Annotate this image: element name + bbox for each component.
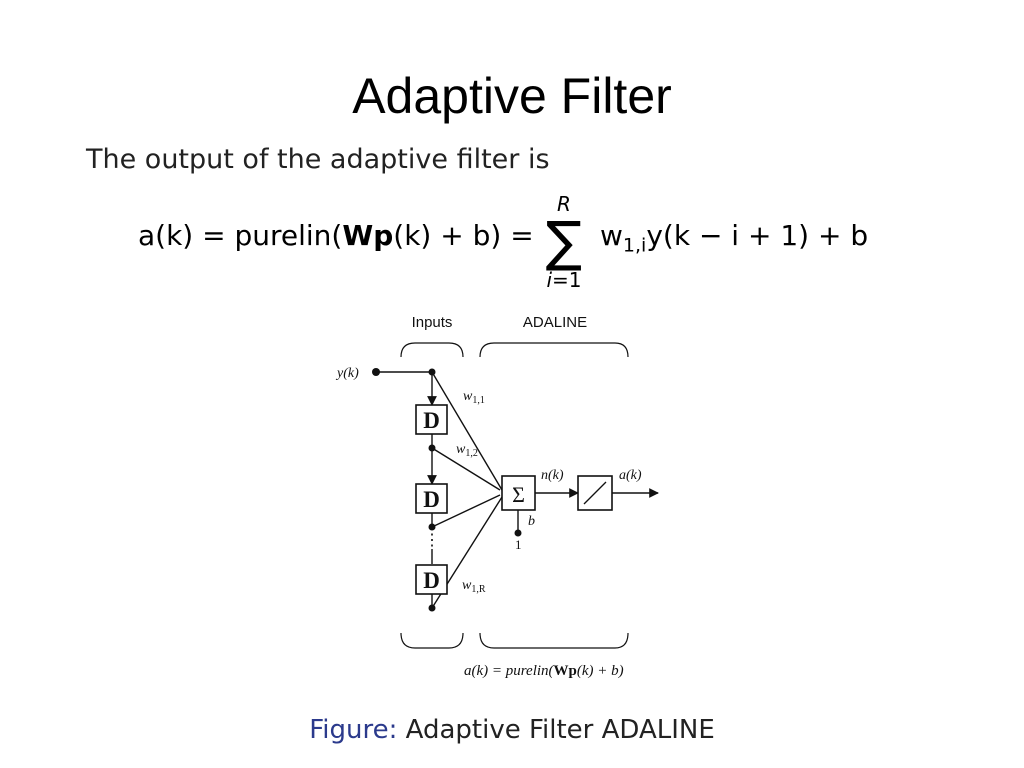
equation-term-sub: 1,i <box>622 234 647 257</box>
sum-upper-limit: R <box>557 192 571 216</box>
tap-node-r <box>428 604 436 612</box>
delay-box-1 <box>415 404 448 435</box>
delay-label-1: D <box>423 408 440 433</box>
sum-lower-limit: i=1 <box>534 268 594 292</box>
brace-inputs-top <box>400 342 464 358</box>
intro-text: The output of the adaptive filter is <box>86 144 550 175</box>
equation-term-rest: y(k − i + 1) + b <box>646 219 869 252</box>
weight-label-r: w1,R <box>462 578 486 595</box>
equation-term-w: w <box>600 219 623 252</box>
weight-label-1: w1,1 <box>463 389 485 406</box>
tap-node-3 <box>428 523 436 531</box>
bias-label: b <box>528 514 535 529</box>
label-adaline: ADALINE <box>523 314 587 331</box>
delay-box-2 <box>415 483 448 514</box>
input-node <box>372 368 380 376</box>
bottom-formula-b: (k) + b) <box>577 663 624 679</box>
equation-right: w1,iy(k − i + 1) + b <box>600 216 868 266</box>
caption-text: Adaptive Filter ADALINE <box>405 715 715 745</box>
equation-mid: (k) + b) = <box>393 219 534 252</box>
weight-label-r-w: w <box>462 578 472 593</box>
brace-adaline-top <box>479 342 629 358</box>
delay-label-2: D <box>423 487 440 512</box>
tap-node-2 <box>428 444 436 452</box>
figure-caption: Figure: Adaptive Filter ADALINE <box>0 712 1024 748</box>
weight-label-r-sub: 1,R <box>471 584 486 595</box>
weight-line-2 <box>431 447 501 491</box>
sum-sign: ∑ <box>545 210 583 273</box>
delay-label-3: D <box>423 568 440 593</box>
equation-left: a(k) = purelin(Wp(k) + b) = <box>138 216 534 256</box>
equation-lhs: a(k) = purelin( <box>138 219 343 252</box>
slide-title: Adaptive Filter <box>352 68 672 124</box>
input-label: y(k) <box>335 366 359 381</box>
weight-label-2-w: w <box>456 442 466 457</box>
weight-line-3 <box>431 494 501 528</box>
tap-node-1 <box>428 368 436 376</box>
brace-inputs-bottom <box>400 632 464 649</box>
weight-label-1-w: w <box>463 389 473 404</box>
weight-label-2-sub: 1,2 <box>465 448 478 459</box>
bottom-formula-a: a(k) = purelin( <box>464 663 555 679</box>
summation: R ∑ i=1 <box>534 192 594 292</box>
net-label: n(k) <box>541 468 564 483</box>
weight-label-1-sub: 1,1 <box>472 395 485 406</box>
bias-node <box>514 529 522 537</box>
summer-box <box>501 475 536 511</box>
weight-label-2: w1,2 <box>456 442 478 459</box>
output-label: a(k) <box>619 468 642 483</box>
adaline-diagram: Inputs ADALINE <box>335 314 659 679</box>
bottom-formula: a(k) = purelin(Wp(k) + b) <box>464 663 624 679</box>
bottom-formula-bold: Wp <box>554 663 577 679</box>
summer-symbol: Σ <box>512 482 525 507</box>
sum-lower-var: i <box>546 268 553 292</box>
caption-label: Figure: <box>309 715 398 745</box>
output-equation: a(k) = purelin(Wp(k) + b) = R ∑ i=1 w1,i… <box>138 192 898 296</box>
equation-bold: Wp <box>342 219 394 252</box>
sum-lower-rest: =1 <box>552 268 582 292</box>
bias-input-label: 1 <box>515 537 522 552</box>
label-inputs: Inputs <box>412 314 453 331</box>
ellipsis: ⋮ <box>424 532 440 549</box>
brace-adaline-bottom <box>479 632 629 649</box>
weight-line-1 <box>431 371 503 491</box>
purelin-icon <box>583 481 607 505</box>
delay-box-3 <box>415 564 448 595</box>
